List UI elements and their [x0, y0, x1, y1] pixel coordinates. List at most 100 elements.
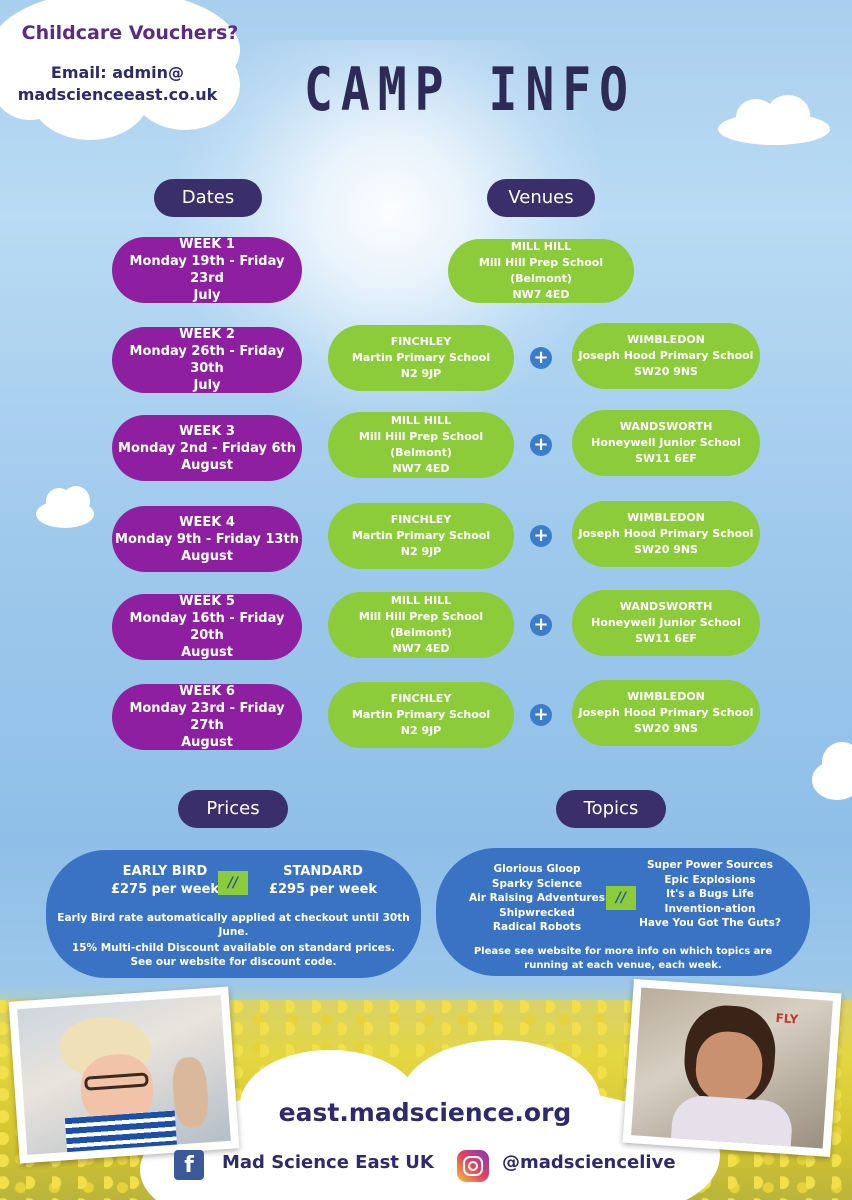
venue-postcode: N2 9JP [400, 545, 442, 558]
venue-week-6-left: FINCHLEY Martin Primary School N2 9JP [328, 682, 514, 748]
early-bird-label: EARLY BIRD [122, 864, 208, 879]
week-month: July [193, 288, 221, 303]
week-6-pill: WEEK 6 Monday 23rd - Friday 27th August [112, 684, 302, 750]
venue-week-3-left: MILL HILL Mill Hill Prep School (Belmont… [328, 412, 514, 478]
topic-item: Super Power Sources [646, 859, 774, 871]
week-month: August [181, 548, 233, 564]
instagram-handle[interactable]: @madsciencelive [502, 1152, 676, 1173]
fly-sign-text: FLY [775, 1010, 799, 1027]
week-month: August [181, 457, 233, 473]
topic-item: Air Raising Adventures [469, 892, 605, 904]
facebook-handle[interactable]: Mad Science East UK [222, 1152, 434, 1173]
venue-school: Martin Primary School [351, 351, 491, 364]
venue-postcode: SW20 9NS [634, 543, 698, 556]
prices-note-1b: June. [218, 926, 249, 938]
venue-area: WIMBLEDON [627, 690, 705, 703]
topics-note-2: running at each venue, each week. [524, 960, 722, 971]
venue-area: WIMBLEDON [627, 511, 705, 524]
prices-box: EARLY BIRD £275 per week // STANDARD £29… [46, 850, 421, 978]
week-dates: Monday 9th - Friday 13th [115, 531, 299, 547]
dates-header: Dates [154, 179, 262, 217]
week-month: July [193, 378, 221, 393]
venue-school: Honeywell Junior School [591, 616, 741, 629]
instagram-lens [463, 1156, 483, 1176]
plus-icon: + [530, 704, 552, 726]
venue-school: Joseph Hood Primary School [578, 706, 754, 719]
venue-school: Martin Primary School [351, 708, 491, 721]
venue-area: MILL HILL [390, 414, 452, 427]
topic-item: Radical Robots [492, 921, 582, 933]
venue-postcode: SW11 6EF [635, 632, 697, 645]
venue-school: Mill Hill Prep School (Belmont) [358, 610, 484, 639]
venue-postcode: SW20 9NS [634, 722, 698, 735]
venue-school: Joseph Hood Primary School [578, 349, 754, 362]
boy-shirt [64, 1110, 179, 1155]
cloud-left [36, 486, 94, 528]
week-month: August [181, 645, 233, 660]
venue-week-5-left: MILL HILL Mill Hill Prep School (Belmont… [328, 592, 514, 658]
voucher-email-line2: madscienceeast.co.uk [17, 85, 218, 104]
page-title: CAMP INFO [303, 55, 637, 125]
venue-postcode: N2 9JP [400, 367, 442, 380]
venue-week-1: MILL HILL Mill Hill Prep School (Belmont… [448, 239, 634, 303]
venue-area: FINCHLEY [390, 335, 452, 348]
prices-note-3: See our website for discount code. [130, 956, 337, 968]
venue-postcode: SW11 6EF [635, 452, 697, 465]
venue-postcode: SW20 9NS [634, 365, 698, 378]
week-5-pill: WEEK 5 Monday 16th - Friday 20th August [112, 594, 302, 660]
website-link[interactable]: east.madscience.org [278, 1098, 572, 1127]
week-3-pill: WEEK 3 Monday 2nd - Friday 6th August [112, 415, 302, 481]
venue-school: Martin Primary School [351, 529, 491, 542]
early-bird-price: £275 per week [110, 882, 220, 897]
facebook-icon[interactable]: f [174, 1150, 204, 1180]
topics-right-list: Super Power Sources Epic Explosions It's… [634, 858, 786, 931]
plus-icon: + [530, 614, 552, 636]
venue-postcode: NW7 4ED [512, 288, 570, 301]
topics-box: Glorious Gloop Sparky Science Air Raisin… [436, 848, 810, 976]
venue-postcode: NW7 4ED [392, 462, 450, 475]
background-child [170, 1056, 210, 1129]
photo-boy [8, 986, 240, 1164]
prices-note-2: 15% Multi-child Discount available on st… [71, 942, 396, 954]
venue-school: Mill Hill Prep School (Belmont) [358, 430, 484, 459]
week-month: August [181, 735, 233, 750]
venue-school: Mill Hill Prep School (Belmont) [478, 256, 604, 285]
venue-week-4-right: WIMBLEDON Joseph Hood Primary School SW2… [572, 501, 760, 567]
cloud-top-right [718, 95, 830, 145]
venues-header: Venues [487, 179, 595, 217]
topics-header: Topics [556, 790, 666, 828]
standard-price: £295 per week [268, 882, 378, 897]
plus-icon: + [530, 347, 552, 369]
week-2-pill: WEEK 2 Monday 26th - Friday 30th July [112, 327, 302, 393]
venue-area: WIMBLEDON [627, 333, 705, 346]
week-dates: Monday 26th - Friday 30th [129, 344, 285, 376]
standard-label: STANDARD [283, 864, 363, 879]
photo-girl: FLY [622, 978, 842, 1158]
venue-area: MILL HILL [510, 240, 572, 253]
instagram-icon[interactable] [457, 1150, 489, 1182]
week-label: WEEK 1 [179, 237, 235, 252]
venue-area: FINCHLEY [390, 692, 452, 705]
topics-left-list: Glorious Gloop Sparky Science Air Raisin… [462, 862, 612, 935]
instagram-lens-center [468, 1161, 478, 1171]
voucher-email[interactable]: Email: admin@ madscienceeast.co.uk [10, 62, 225, 106]
venue-week-2-right: WIMBLEDON Joseph Hood Primary School SW2… [572, 323, 760, 389]
plus-icon: + [530, 434, 552, 456]
plus-icon: + [530, 525, 552, 547]
prices-note-1: Early Bird rate automatically applied at… [57, 912, 410, 924]
topic-item: Glorious Gloop [493, 863, 581, 875]
week-4-pill: WEEK 4 Monday 9th - Friday 13th August [112, 506, 302, 572]
topic-item: Epic Explosions [664, 873, 756, 886]
week-label: WEEK 2 [179, 327, 235, 342]
week-label: WEEK 3 [179, 423, 235, 439]
venue-week-3-right: WANDSWORTH Honeywell Junior School SW11 … [572, 410, 760, 476]
topic-item: It's a Bugs Life [666, 888, 754, 900]
footer-cloud [140, 1040, 720, 1200]
week-1-pill: WEEK 1 Monday 19th - Friday 23rd July [112, 237, 302, 303]
venue-school: Joseph Hood Primary School [578, 527, 754, 540]
topics-divider: // [606, 886, 636, 910]
venue-area: WANDSWORTH [619, 600, 713, 613]
topic-item: Invention-ation [664, 902, 756, 915]
venue-area: MILL HILL [390, 594, 452, 607]
venue-area: FINCHLEY [390, 513, 452, 526]
